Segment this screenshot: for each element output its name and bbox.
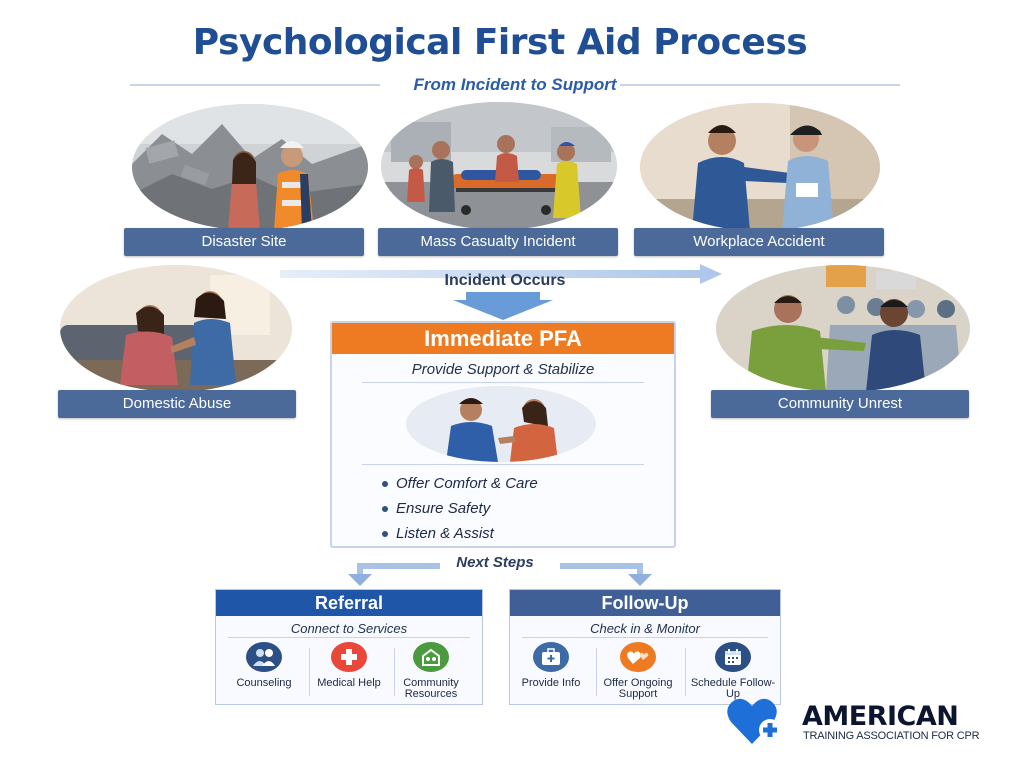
domestic-scene-image	[60, 265, 292, 392]
pfa-action-label: Offer Comfort & Care	[396, 475, 538, 492]
counseling-label: Counseling	[236, 677, 292, 689]
community-unrest-label: Community Unrest	[711, 390, 969, 418]
subtitle-row: From Incident to Support	[130, 74, 900, 96]
calendar-icon	[715, 642, 751, 672]
subtitle-divider-right	[620, 84, 900, 86]
pfa-divider	[362, 382, 644, 383]
pfa-action-item: Ensure Safety	[382, 496, 538, 521]
immediate-pfa-panel: Immediate PFA Provide Support & Stabiliz…	[330, 321, 676, 548]
medical-help-label: Medical Help	[317, 677, 381, 689]
medical-cross-icon	[331, 642, 367, 672]
referral-title: Referral	[216, 590, 482, 616]
incident-occurs-label: Incident Occurs	[444, 272, 566, 289]
pfa-action-label: Ensure Safety	[396, 500, 491, 517]
next-steps-label: Next Steps	[456, 554, 534, 571]
disaster-scene-image	[132, 104, 368, 230]
workplace-accident-label: Workplace Accident	[634, 228, 884, 256]
referral-divider	[228, 637, 470, 638]
follow-up-divider	[522, 637, 768, 638]
page-title: Psychological First Aid Process	[192, 22, 808, 63]
pfa-action-list: Offer Comfort & Care Ensure Safety Liste…	[382, 471, 538, 546]
referral-separator	[309, 648, 310, 696]
disaster-site-label: Disaster Site	[124, 228, 364, 256]
follow-up-panel: Follow-Up Check in & Monitor Provide Inf…	[509, 589, 781, 705]
bullet-icon	[382, 531, 388, 538]
pfa-title: Immediate PFA	[332, 323, 674, 354]
follow-up-separator	[685, 648, 686, 696]
incident-flow-arrow	[280, 264, 722, 320]
mass-casualty-scene-image	[381, 102, 617, 230]
pfa-action-item: Offer Comfort & Care	[382, 471, 538, 496]
follow-up-item-provide-info: Provide Info	[507, 642, 595, 689]
pfa-action-label: Listen & Assist	[396, 525, 494, 542]
community-resources-label-line1: Community	[403, 677, 459, 689]
heart-plus-logo-icon	[727, 698, 781, 744]
first-aid-kit-icon	[533, 642, 569, 672]
follow-up-subtitle: Check in & Monitor	[590, 621, 700, 636]
referral-separator	[394, 648, 395, 696]
pfa-divider-lower	[362, 464, 644, 465]
ongoing-support-label-line2: Support	[618, 688, 658, 700]
workplace-scene-image	[640, 103, 880, 231]
community-resources-icon	[413, 642, 449, 672]
bullet-icon	[382, 506, 388, 513]
follow-up-separator	[596, 648, 597, 696]
follow-up-item-schedule: Schedule Follow-Up	[686, 642, 780, 700]
next-steps-arrow	[348, 554, 652, 586]
domestic-abuse-label: Domestic Abuse	[58, 390, 296, 418]
referral-item-medical: Medical Help	[305, 642, 393, 689]
referral-subtitle: Connect to Services	[290, 621, 408, 636]
follow-up-title: Follow-Up	[510, 590, 780, 616]
bullet-icon	[382, 481, 388, 488]
hearts-icon	[620, 642, 656, 672]
community-resources-label-line2: Resources	[404, 688, 458, 700]
mass-casualty-label: Mass Casualty Incident	[378, 228, 618, 256]
referral-item-counseling: Counseling	[220, 642, 308, 689]
ongoing-support-label-line1: Offer Ongoing	[603, 677, 673, 689]
community-scene-image	[716, 265, 970, 392]
pfa-conversation-image	[406, 386, 596, 462]
referral-panel: Referral Connect to Services Counseling …	[215, 589, 483, 705]
pfa-action-item: Listen & Assist	[382, 521, 538, 546]
pfa-subtitle: Provide Support & Stabilize	[411, 361, 595, 378]
page-subtitle: From Incident to Support	[413, 75, 617, 94]
people-icon	[246, 642, 282, 672]
logo-wordmark: AMERICAN	[802, 701, 959, 732]
subtitle-divider-left	[130, 84, 380, 86]
logo-tagline: TRAINING ASSOCIATION FOR CPR	[803, 730, 980, 742]
provide-info-label: Provide Info	[521, 677, 581, 689]
schedule-follow-up-label: Schedule Follow-Up	[690, 677, 776, 700]
